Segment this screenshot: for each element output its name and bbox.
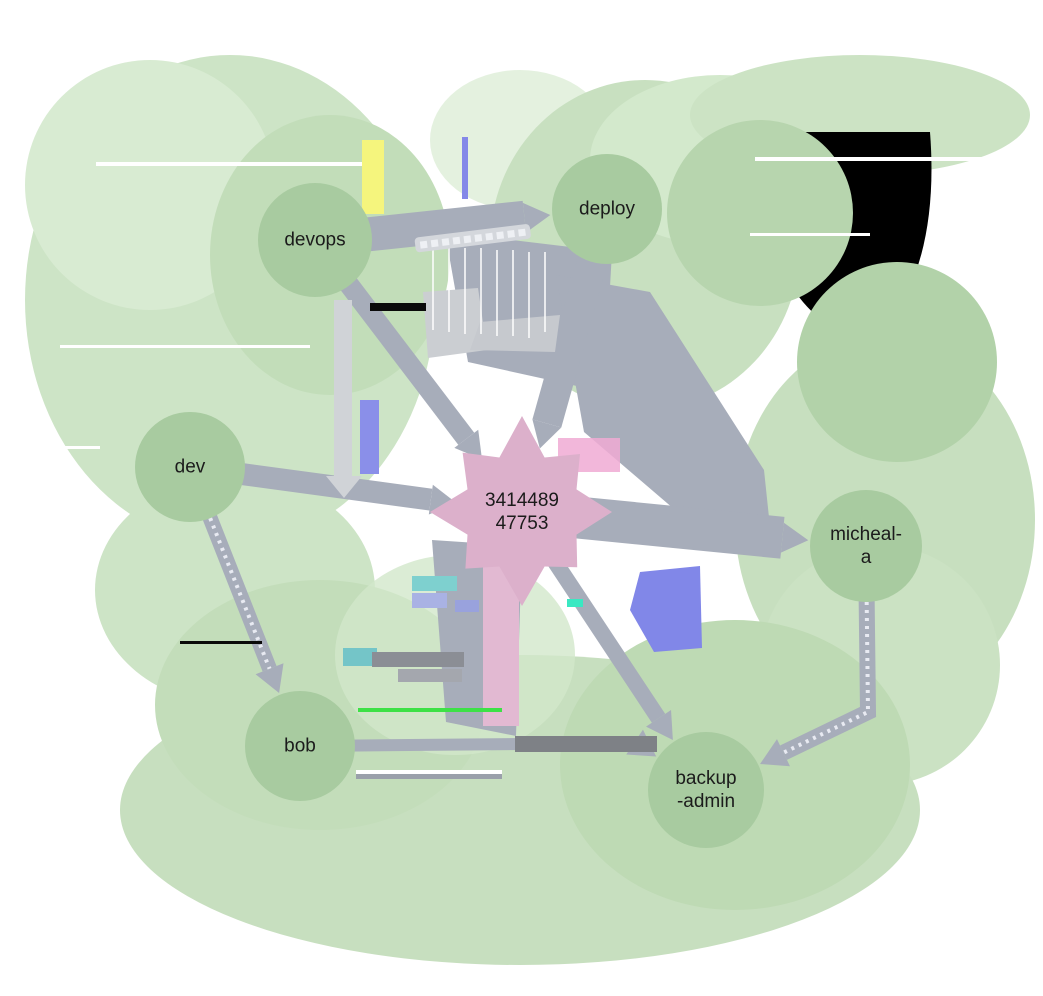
light-band-artifact	[326, 300, 379, 498]
node-circle	[258, 183, 372, 297]
vertical-stripe-texture	[432, 244, 546, 338]
arrowhead	[760, 739, 790, 767]
edge-devops-to-deploy	[361, 200, 551, 252]
arrowhead	[255, 663, 284, 693]
gray-bar-1	[372, 652, 464, 667]
black-artifact-region	[667, 120, 997, 462]
node-label: dev	[175, 457, 206, 478]
lower-artifacts	[180, 303, 702, 779]
lavender-patch-1	[412, 593, 447, 608]
black-bar-artifact	[370, 303, 426, 311]
purple-streak-artifact	[462, 137, 468, 199]
yellow-streak-artifact	[362, 140, 384, 214]
green-carve-circle-bottom	[797, 262, 997, 462]
account-star-shape	[430, 416, 612, 606]
edge-devops-to-account	[336, 272, 483, 460]
arrowhead	[780, 522, 809, 553]
periwinkle-blob	[630, 566, 702, 652]
light-band	[334, 300, 352, 476]
green-line-artifact	[358, 708, 502, 712]
node-micheal-a: micheal-a	[810, 490, 922, 602]
node-dev: dev	[135, 412, 245, 522]
edges-layer	[200, 200, 877, 767]
node-label: 3414489	[485, 490, 559, 511]
node-circle	[648, 732, 764, 848]
white-line-artifact	[356, 770, 502, 774]
arrowhead	[646, 710, 673, 740]
light-band-arrow	[326, 476, 362, 498]
white-streaks	[60, 157, 1040, 449]
edge-label-streak	[414, 224, 531, 253]
node-label: -admin	[677, 791, 735, 812]
teal-patch-2	[343, 648, 377, 666]
gray-bar-2	[398, 669, 462, 682]
node-circle	[135, 412, 245, 522]
edge-dev-to-account	[235, 462, 457, 515]
white-wedge-artifact	[560, 472, 630, 481]
node-label: bob	[284, 736, 316, 757]
node-label: devops	[284, 230, 345, 251]
node-label: deploy	[579, 199, 635, 220]
black-line-artifact	[180, 641, 262, 644]
node-label: 47753	[496, 513, 549, 534]
node-circle	[552, 154, 662, 264]
node-devops: devops	[258, 183, 372, 297]
light-arrow-artifacts	[423, 288, 560, 358]
node-circle	[810, 490, 922, 602]
mint-patch	[567, 599, 583, 607]
node-deploy: deploy	[552, 154, 662, 264]
edge-account-to-micheal-a	[575, 496, 809, 559]
arrowhead	[428, 484, 457, 515]
periwinkle-streak	[360, 400, 379, 474]
node-label: micheal-	[830, 524, 902, 545]
light-arrow-blob-1	[423, 288, 487, 358]
node-label: a	[861, 547, 872, 568]
slate-line-artifact	[356, 774, 502, 779]
nodes-layer: devops deploy dev micheal-a bob backup-admin 3…	[135, 154, 922, 848]
dark-gray-bar	[515, 736, 657, 752]
edge-deploy-to-account	[532, 250, 609, 449]
green-carve-circle-left	[667, 120, 853, 306]
edge-account-to-backup-admin	[546, 554, 673, 740]
node-backup-admin: backup-admin	[648, 732, 764, 848]
arrowhead	[454, 429, 483, 460]
arrowhead	[522, 202, 551, 233]
arrowhead	[532, 419, 562, 449]
mass-center-right	[556, 275, 770, 527]
lavender-patch-2	[455, 600, 479, 612]
teal-patch-1	[412, 576, 457, 591]
edge-micheal-a-to-backup-admin	[760, 593, 877, 767]
light-arrow-blob-2	[470, 315, 560, 352]
node-label: backup	[675, 768, 736, 789]
node-bob: bob	[245, 691, 355, 801]
node-circle	[245, 691, 355, 801]
label-streak-dashes	[419, 228, 528, 249]
